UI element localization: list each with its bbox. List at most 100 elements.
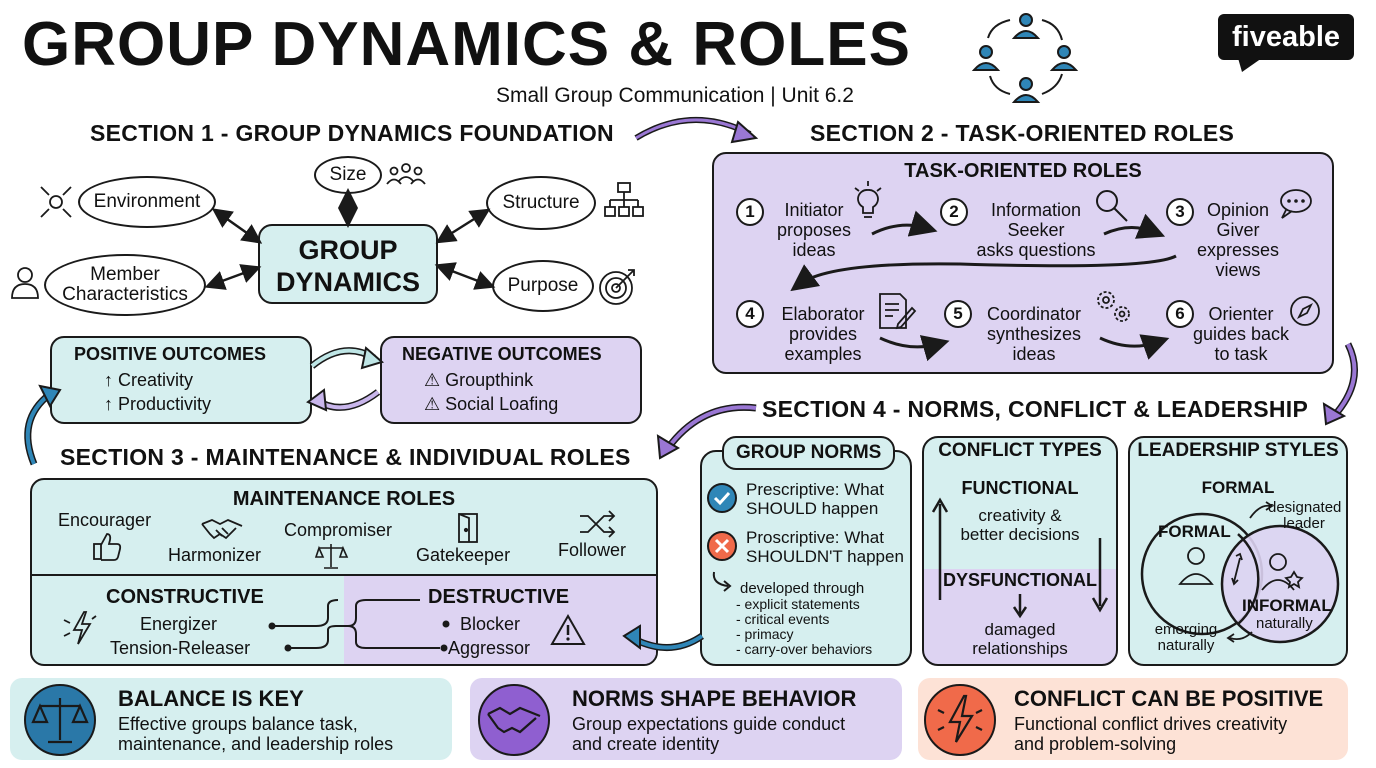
- role5-coordinator: Coordinator synthesizes ideas: [976, 304, 1092, 364]
- arrow-s4-to-s3: [656, 403, 757, 460]
- size-label: Size: [329, 164, 367, 185]
- footer3-line2: and problem-solving: [1014, 734, 1177, 754]
- member-line1: Member: [90, 264, 160, 285]
- role4-desc2: examples: [784, 344, 862, 364]
- compass-icon: [1290, 296, 1320, 326]
- dysfunctional-desc: damaged relationships: [930, 620, 1110, 658]
- role4-elaborator: Elaborator provides examples: [768, 304, 878, 364]
- lightbulb-icon: [854, 181, 882, 218]
- member-line2: Characteristics: [62, 284, 188, 305]
- norms-list: - explicit statements - critical events …: [736, 597, 872, 657]
- conflict-types-box: [922, 436, 1118, 666]
- dys-desc1: damaged: [984, 620, 1056, 639]
- leadership-title: LEADERSHIP STYLES: [1137, 440, 1339, 461]
- people-icon: [386, 163, 426, 185]
- purpose-label: Purpose: [507, 275, 579, 296]
- norms-list-item: - carry-over behaviors: [736, 641, 873, 657]
- logo-tail: [1238, 58, 1262, 72]
- compromiser-label: Compromiser: [284, 520, 393, 540]
- group-norms-title: GROUP NORMS: [722, 436, 896, 470]
- functional-label: FUNCTIONAL: [961, 478, 1079, 498]
- section1-heading: SECTION 1 - GROUP DYNAMICS FOUNDATION: [90, 120, 614, 146]
- informal-label: INFORMAL: [1242, 596, 1332, 615]
- norms-list-item: - primacy: [736, 626, 794, 642]
- task-roles-title: TASK-ORIENTED ROLES: [904, 160, 1142, 182]
- check-icon: [707, 483, 737, 513]
- footer1-line2: maintenance, and leadership roles: [118, 734, 394, 754]
- role4-number: 4: [736, 300, 764, 328]
- footer1-title: BALANCE IS KEY: [118, 686, 304, 711]
- structure-label: Structure: [502, 192, 580, 213]
- role5-desc1: synthesizes: [986, 324, 1082, 344]
- role6-desc1: guides back: [1192, 324, 1290, 344]
- thumbs-up-icon: [93, 533, 122, 561]
- blocker-label: Blocker: [460, 614, 521, 634]
- proscriptive-shouldnt: Proscriptive: What SHOULDN'T happen: [746, 528, 904, 566]
- emerging-naturally: emerging naturally: [1146, 622, 1226, 654]
- section4-heading: SECTION 4 - NORMS, CONFLICT & LEADERSHIP: [762, 396, 1309, 422]
- role3-name2: Giver: [1216, 220, 1260, 240]
- center-line2: DYNAMICS: [275, 267, 420, 297]
- tension-releaser-label: Tension-Releaser: [110, 638, 251, 658]
- role1-initiator: Initiator proposes ideas: [770, 200, 858, 260]
- role1-desc2: ideas: [792, 240, 836, 260]
- group-cycle-icon: [971, 13, 1079, 103]
- gears-icon: [1097, 291, 1130, 322]
- negative-title: NEGATIVE OUTCOMES: [402, 344, 602, 364]
- p2b: SHOULDN'T happen: [746, 547, 904, 566]
- fiveable-logo: fiveable: [1218, 14, 1354, 60]
- section2-heading: SECTION 2 - TASK-ORIENTED ROLES: [810, 120, 1235, 146]
- func-desc1: creativity &: [978, 506, 1062, 525]
- environment-node: Environment: [78, 176, 216, 228]
- role3-opinion-giver: Opinion Giver expresses views: [1190, 200, 1286, 280]
- speech-bubble-icon: [1280, 189, 1312, 219]
- task-flow-arrows: [790, 210, 1177, 362]
- maintenance-roles-box: [30, 478, 658, 666]
- positive-item2: ↑ Productivity: [104, 394, 212, 414]
- role3-desc2: views: [1215, 260, 1261, 280]
- role2-information-seeker: Information Seeker asks questions: [966, 200, 1106, 260]
- formal-label: FORMAL: [1158, 522, 1231, 541]
- balance-scale-icon: [24, 684, 96, 756]
- page-subtitle: Small Group Communication | Unit 6.2: [496, 84, 854, 107]
- designated-leader: designated leader: [1268, 500, 1341, 532]
- role2-name: Information: [990, 200, 1082, 220]
- role6-orienter: Orienter guides back to task: [1188, 304, 1294, 364]
- target-icon: [599, 269, 635, 305]
- lightning-circle-icon: [924, 684, 996, 756]
- warning-icon: [550, 613, 586, 645]
- encourager-label: Encourager: [58, 510, 152, 530]
- bracket-connector: [268, 599, 450, 652]
- role1-number: 1: [736, 198, 764, 226]
- cycle-arrows: [306, 346, 385, 412]
- handshake-circle-icon: [478, 684, 550, 756]
- conflict-arrows: [931, 497, 1109, 619]
- logo-text: fiveable: [1232, 21, 1340, 53]
- designated2: leader: [1283, 515, 1325, 532]
- footer2-title: NORMS SHAPE BEHAVIOR: [572, 686, 857, 711]
- environment-label: Environment: [93, 191, 201, 212]
- connector-arrows: [204, 188, 496, 290]
- arrow-s4-to-s3-bottom: [622, 624, 704, 651]
- document-pen-icon: [879, 293, 917, 330]
- x-icon: [707, 531, 737, 561]
- divider: [32, 574, 656, 576]
- negative-item2: ⚠ Social Loafing: [424, 394, 559, 414]
- org-chart-icon: [604, 182, 644, 217]
- door-icon: [458, 513, 478, 543]
- follower-label: Follower: [558, 540, 627, 560]
- role4-name: Elaborator: [781, 304, 865, 324]
- maintenance-title: MAINTENANCE ROLES: [232, 488, 456, 510]
- destructive-title: DESTRUCTIVE: [428, 586, 570, 608]
- role6-number: 6: [1166, 300, 1194, 328]
- energizer-label: Energizer: [140, 614, 218, 634]
- role3-desc1: expresses: [1196, 240, 1280, 260]
- func-desc2: better decisions: [960, 525, 1080, 544]
- arrow-s3-to-s1: [24, 384, 62, 466]
- prescriptive-should: Prescriptive: What SHOULD happen: [746, 480, 884, 518]
- page-title: GROUP DYNAMICS & ROLES: [22, 10, 911, 79]
- negative-item1: ⚠ Groupthink: [424, 370, 534, 390]
- role5-number: 5: [944, 300, 972, 328]
- structure-node: Structure: [486, 176, 596, 230]
